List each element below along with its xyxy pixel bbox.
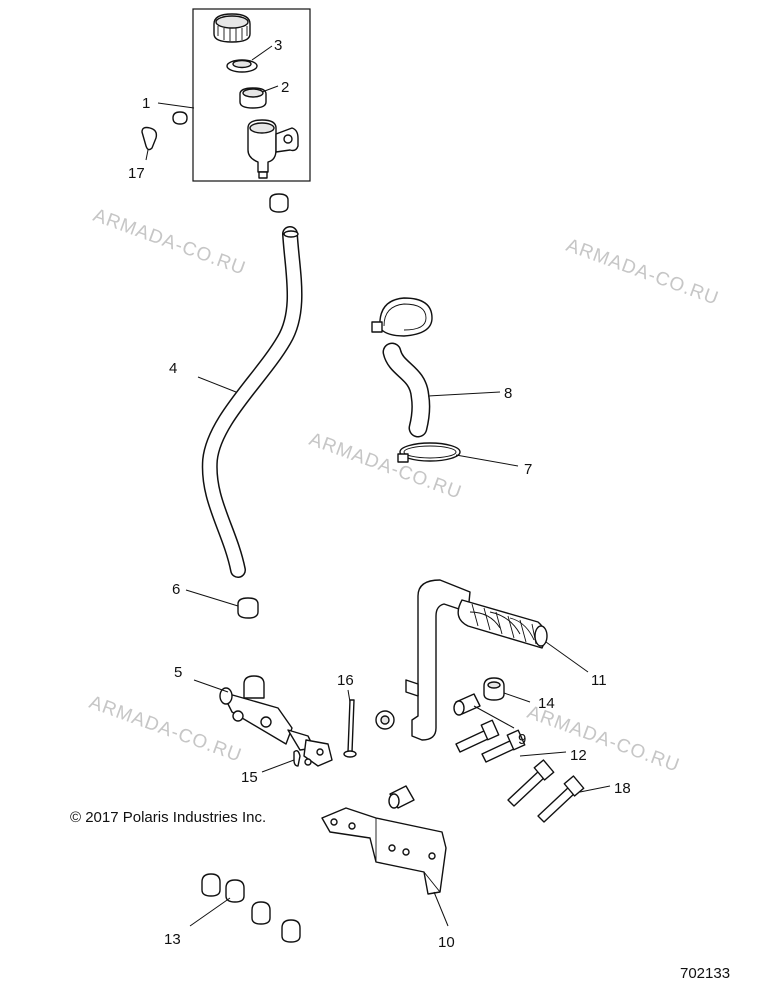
watermark: ARMADA-CO.RU bbox=[306, 429, 464, 504]
reservoir-cap bbox=[213, 13, 251, 43]
callout-15: 15 bbox=[241, 769, 258, 786]
callout-6: 6 bbox=[172, 581, 180, 598]
spring-clamp-lower bbox=[397, 442, 519, 467]
watermarks: ARMADA-CO.RU ARMADA-CO.RU ARMADA-CO.RU A… bbox=[86, 205, 721, 777]
nut-set-13 bbox=[189, 873, 301, 943]
hose-clamp-top bbox=[269, 193, 289, 213]
short-hose bbox=[382, 342, 501, 438]
callout-16: 16 bbox=[337, 672, 354, 689]
watermark: ARMADA-CO.RU bbox=[563, 235, 721, 310]
diaphragm bbox=[226, 59, 258, 73]
pedal-sleeve bbox=[388, 785, 415, 809]
callout-5: 5 bbox=[174, 664, 182, 681]
brake-hose bbox=[197, 226, 303, 578]
callout-12: 12 bbox=[570, 747, 587, 764]
pedal-bracket bbox=[321, 807, 449, 927]
brake-pedal bbox=[405, 579, 589, 741]
leader-3 bbox=[251, 45, 273, 61]
push-rivet bbox=[141, 111, 188, 161]
callout-9: 9 bbox=[518, 731, 526, 748]
flange-nut-14 bbox=[483, 677, 531, 703]
callout-2: 2 bbox=[281, 79, 289, 96]
watermark: ARMADA-CO.RU bbox=[86, 692, 244, 767]
callout-17: 17 bbox=[128, 165, 145, 182]
bolt-set-18 bbox=[507, 759, 611, 823]
document-number: 702133 bbox=[680, 965, 730, 982]
clevis-pin bbox=[343, 699, 357, 758]
callout-13: 13 bbox=[164, 931, 181, 948]
callout-1: 1 bbox=[142, 95, 150, 112]
watermark: ARMADA-CO.RU bbox=[90, 205, 248, 280]
leader-16 bbox=[347, 689, 351, 703]
callout-7: 7 bbox=[524, 461, 532, 478]
cotter-pin bbox=[261, 749, 301, 773]
callout-14: 14 bbox=[538, 695, 555, 712]
callout-3: 3 bbox=[274, 37, 282, 54]
hose-clamp-bottom bbox=[185, 589, 259, 619]
reservoir-plate bbox=[239, 87, 267, 109]
pedal-bushing bbox=[375, 710, 395, 730]
reservoir-body bbox=[247, 119, 299, 179]
copyright-notice: © 2017 Polaris Industries Inc. bbox=[70, 809, 266, 826]
spring-clamp-upper bbox=[371, 297, 433, 337]
callout-8: 8 bbox=[504, 385, 512, 402]
master-cylinder bbox=[193, 675, 333, 767]
callout-11: 11 bbox=[591, 672, 607, 689]
callout-10: 10 bbox=[438, 934, 455, 951]
callout-labels: 1 2 3 4 5 6 7 8 9 10 11 12 13 14 15 16 1… bbox=[128, 37, 631, 951]
callout-18: 18 bbox=[614, 780, 631, 797]
reservoir-kit bbox=[157, 8, 311, 182]
bolt-set-12 bbox=[455, 719, 567, 763]
kit-box bbox=[192, 8, 311, 182]
callout-4: 4 bbox=[169, 360, 177, 377]
pedal-spacer bbox=[453, 693, 515, 729]
leader-2 bbox=[261, 85, 279, 93]
